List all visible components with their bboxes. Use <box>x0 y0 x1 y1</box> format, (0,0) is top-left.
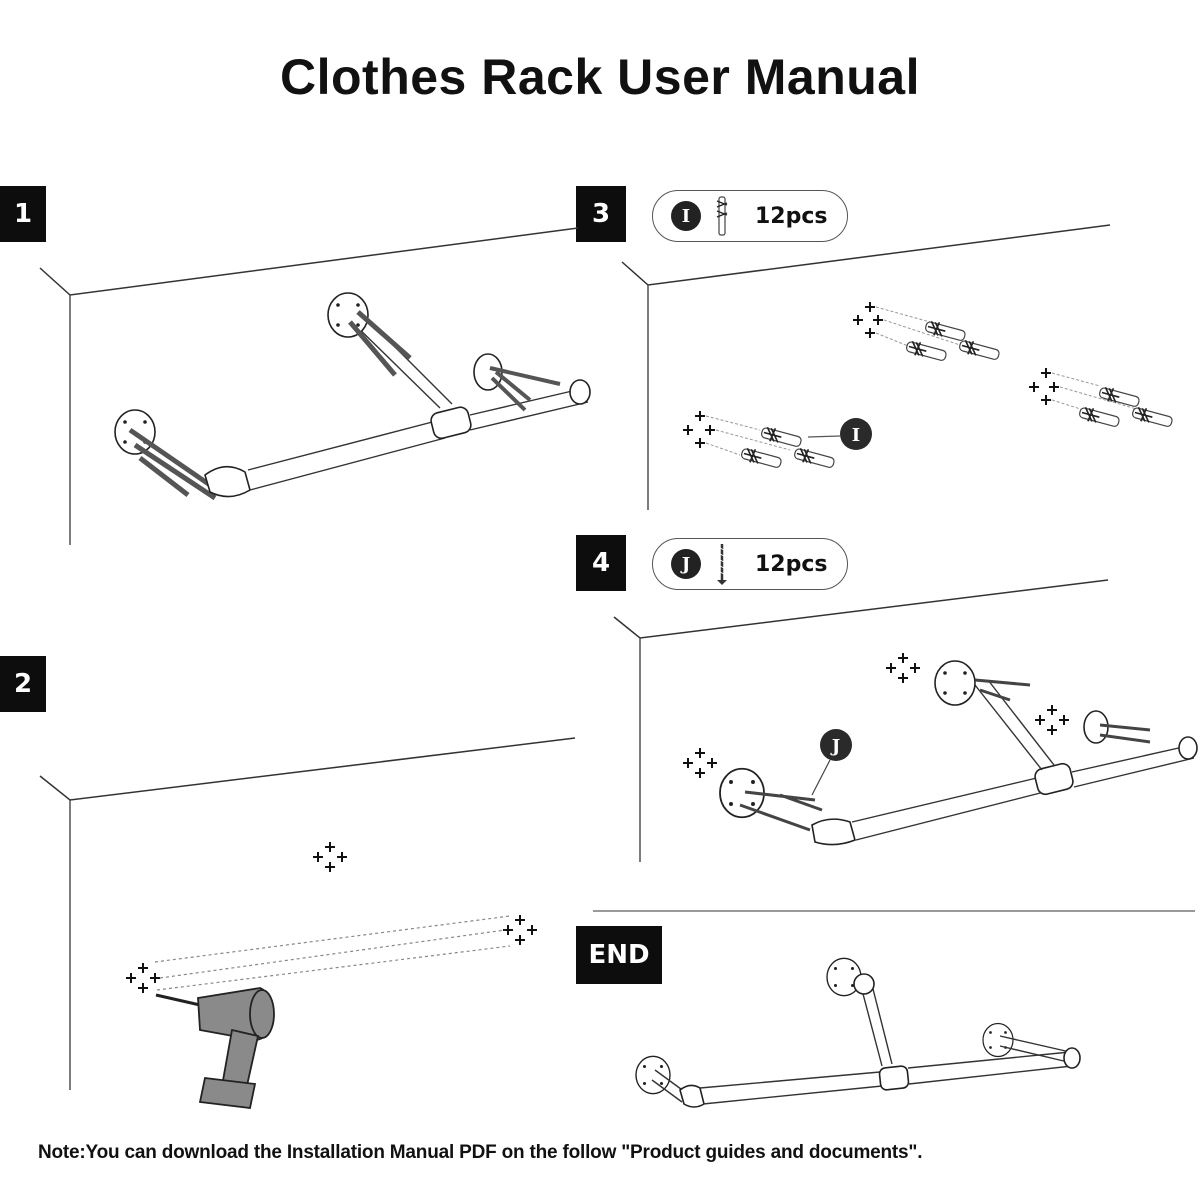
wall-anchor-icon <box>716 196 728 236</box>
anchor-group-right <box>1028 367 1175 430</box>
end-illustration <box>635 957 1081 1108</box>
part-j-code: J <box>671 549 701 579</box>
wall-corner-line <box>621 224 1111 286</box>
drill-icon <box>155 987 275 1109</box>
hole-marks-left <box>126 963 160 993</box>
callout-i-label: I <box>852 425 860 446</box>
hole-marks-right <box>1035 705 1069 735</box>
step-4-illustration: J <box>613 579 1198 862</box>
wall-corner-line <box>613 579 1109 639</box>
step-1-illustration <box>39 227 591 545</box>
left-pipe <box>651 1069 686 1103</box>
flange-right <box>1083 710 1109 744</box>
hole-marks-top <box>313 842 347 872</box>
main-bar <box>699 1071 883 1105</box>
screws-right <box>489 366 561 412</box>
step-4-label: 4 <box>591 548 611 578</box>
hole-marks-middle <box>886 653 920 683</box>
screw-icon <box>717 544 727 585</box>
main-bar <box>247 419 446 491</box>
callout-j-marker <box>820 729 852 761</box>
flange-right <box>982 1022 1014 1058</box>
elbow-left <box>811 818 856 846</box>
screws-left <box>128 427 217 501</box>
hole-marks-left <box>683 748 717 778</box>
part-i-quantity: 12pcs <box>755 203 828 229</box>
screws-middle <box>348 310 412 377</box>
tee-joint <box>878 1065 910 1091</box>
right-end-cap <box>1178 736 1198 760</box>
end-label: END <box>588 940 650 970</box>
step-1-label: 1 <box>13 199 33 229</box>
upright-pipe <box>861 984 893 1067</box>
flange-middle <box>934 660 976 706</box>
tee-joint <box>1034 762 1074 796</box>
end-badge: END <box>576 926 662 984</box>
callout-i-marker <box>840 418 872 450</box>
part-i-code: I <box>671 201 701 231</box>
callout-line <box>811 759 831 796</box>
step-3-badge: 3 <box>576 186 626 242</box>
step-2-label: 2 <box>13 669 33 699</box>
wall-corner-line <box>39 737 576 801</box>
elbow-left <box>204 465 251 498</box>
right-end-cap <box>569 379 591 405</box>
upright-pipe <box>974 679 1055 771</box>
hole-marks-right <box>503 915 537 945</box>
wall-corner-line <box>39 227 579 296</box>
callout-line <box>807 435 841 438</box>
right-bar <box>469 387 589 431</box>
part-j-quantity: 12pcs <box>755 551 828 577</box>
download-note: Note:You can download the Installation M… <box>38 1142 923 1163</box>
step-1-badge: 1 <box>0 186 46 242</box>
part-i-pill: I 12pcs <box>652 190 848 242</box>
screws-left <box>739 790 823 832</box>
anchor-group-top <box>852 301 1002 364</box>
right-bar <box>1071 744 1195 788</box>
right-end-cap <box>1063 1047 1081 1069</box>
guide-lines <box>154 915 511 991</box>
page-title: Clothes Rack User Manual <box>280 49 920 105</box>
step-3-illustration: I <box>621 224 1175 510</box>
right-bar <box>907 1051 1073 1085</box>
step-3-label: 3 <box>591 199 611 229</box>
step-2-illustration <box>39 737 576 1109</box>
step-4-badge: 4 <box>576 535 626 591</box>
main-bar <box>851 775 1053 841</box>
anchor-group-left <box>682 410 837 471</box>
screws-right <box>1099 723 1151 744</box>
flange-left <box>635 1055 671 1095</box>
elbow-middle <box>853 973 875 995</box>
part-j-pill: J 12pcs <box>652 538 848 590</box>
step-2-badge: 2 <box>0 656 46 712</box>
tee-joint <box>430 406 472 440</box>
callout-j-label: J <box>830 736 841 757</box>
right-pipe <box>999 1035 1071 1063</box>
screws-middle <box>974 678 1031 702</box>
